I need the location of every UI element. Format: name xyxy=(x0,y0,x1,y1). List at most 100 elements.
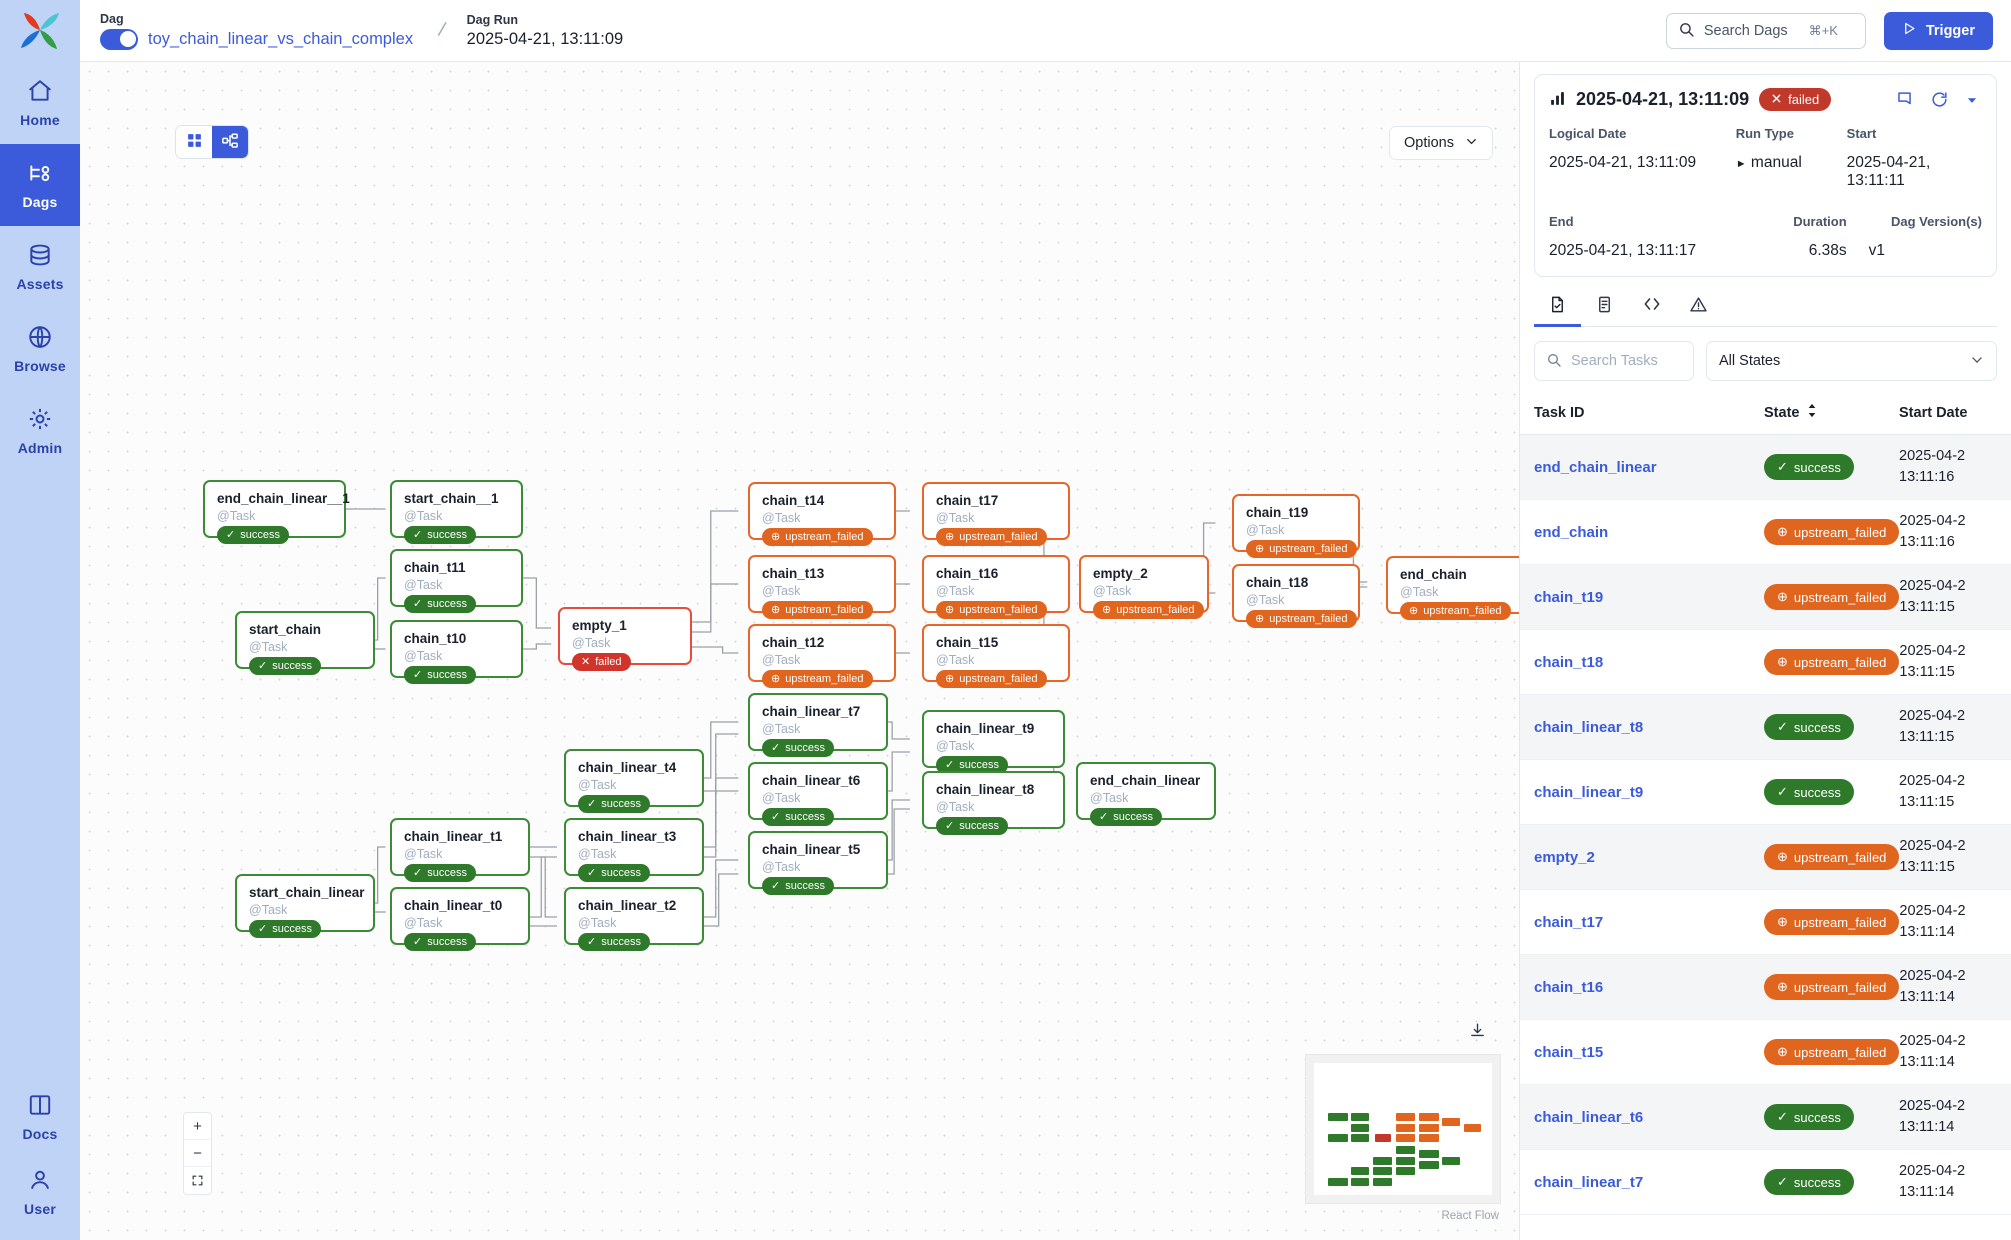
graph-node-start_chain[interactable]: start_chain@Task✓success xyxy=(235,611,375,675)
sidebar-item-browse[interactable]: Browse xyxy=(0,308,80,390)
tab-code[interactable] xyxy=(1628,287,1675,327)
graph-node-end_chain_linear[interactable]: end_chain_linear@Task✓success xyxy=(1076,762,1216,826)
task-id-link[interactable]: empty_2 xyxy=(1534,848,1595,866)
task-id-link[interactable]: chain_t18 xyxy=(1534,653,1604,671)
play-triangle-icon: ► xyxy=(1735,158,1747,170)
sidebar-item-dags[interactable]: Dags xyxy=(0,144,80,226)
sidebar-item-assets[interactable]: Assets xyxy=(0,226,80,308)
chevron-down-icon xyxy=(1465,135,1478,152)
graph-node-chain_t19[interactable]: chain_t19@Task⊕upstream_failed xyxy=(1232,494,1360,558)
graph-node-chain_t18[interactable]: chain_t18@Task⊕upstream_failed xyxy=(1232,564,1360,628)
graph-node-end_chain_linear__1[interactable]: end_chain_linear__1@Task✓success xyxy=(203,480,350,544)
dag-graph-canvas[interactable]: Options xyxy=(80,62,1519,1240)
sidebar-item-user[interactable]: User xyxy=(0,1158,80,1240)
note-icon[interactable] xyxy=(1892,87,1917,112)
graph-node-start_chain__1[interactable]: start_chain__1@Task✓success xyxy=(390,480,523,544)
zoom-out-button[interactable]: − xyxy=(184,1140,211,1167)
zoom-in-button[interactable]: + xyxy=(184,1113,211,1140)
task-id-link[interactable]: chain_t17 xyxy=(1534,913,1604,931)
graph-view-button[interactable] xyxy=(212,126,248,158)
graph-node-chain_linear_t3[interactable]: chain_linear_t3@Task✓success xyxy=(564,818,704,882)
column-header-task-id[interactable]: Task ID xyxy=(1534,404,1585,421)
graph-node-chain_t16[interactable]: chain_t16@Task⊕upstream_failed xyxy=(922,555,1070,619)
sidebar-item-admin[interactable]: Admin xyxy=(0,390,80,472)
graph-node-start_chain_linear[interactable]: start_chain_linear@Task✓success xyxy=(235,874,375,938)
graph-node-chain_t13[interactable]: chain_t13@Task⊕upstream_failed xyxy=(748,555,896,619)
state-label: failed xyxy=(595,655,622,668)
node-title: chain_t19 xyxy=(1246,505,1309,520)
dag-name-link[interactable]: toy_chain_linear_vs_chain_complex xyxy=(148,29,414,48)
graph-node-end_chain[interactable]: end_chain@Task⊕upstream_failed xyxy=(1386,556,1519,620)
graph-node-chain_t14[interactable]: chain_t14@Task⊕upstream_failed xyxy=(748,482,896,546)
search-dags-input[interactable]: Search Dags ⌘+K xyxy=(1665,12,1866,49)
dag-row: toy_chain_linear_vs_chain_complex xyxy=(100,28,414,50)
search-tasks-input[interactable]: Search Tasks xyxy=(1534,341,1694,381)
refresh-icon[interactable] xyxy=(1927,87,1952,112)
graph-minimap[interactable] xyxy=(1305,1054,1501,1204)
graph-node-chain_t11[interactable]: chain_t11@Task✓success xyxy=(390,549,523,613)
graph-node-chain_t17[interactable]: chain_t17@Task⊕upstream_failed xyxy=(922,482,1070,546)
column-header-start-date[interactable]: Start Date xyxy=(1899,404,1968,421)
sidebar-item-home[interactable]: Home xyxy=(0,62,80,144)
state-label: success xyxy=(427,528,467,541)
task-id-link[interactable]: chain_t19 xyxy=(1534,588,1604,606)
graph-node-chain_linear_t5[interactable]: chain_linear_t5@Task✓success xyxy=(748,831,888,895)
graph-node-chain_linear_t7[interactable]: chain_linear_t7@Task✓success xyxy=(748,693,888,757)
node-state-badge: ✓success xyxy=(249,657,321,675)
task-id-link[interactable]: end_chain_linear xyxy=(1534,458,1657,476)
airflow-pinwheel-logo[interactable] xyxy=(0,0,80,62)
state-label: success xyxy=(785,810,825,823)
graph-node-empty_2[interactable]: empty_2@Task⊕upstream_failed xyxy=(1079,555,1209,619)
dag-pause-toggle[interactable] xyxy=(100,28,138,50)
sidebar-item-label: User xyxy=(24,1201,56,1217)
graph-node-chain_t15[interactable]: chain_t15@Task⊕upstream_failed xyxy=(922,624,1070,688)
task-id-link[interactable]: chain_linear_t9 xyxy=(1534,783,1644,801)
task-id-link[interactable]: chain_linear_t7 xyxy=(1534,1173,1644,1191)
states-filter-select[interactable]: All States xyxy=(1706,341,1997,381)
tab-task-instances[interactable] xyxy=(1534,287,1581,327)
task-id-link[interactable]: chain_linear_t6 xyxy=(1534,1108,1644,1126)
grid-view-button[interactable] xyxy=(176,126,212,158)
search-dags-placeholder: Search Dags xyxy=(1703,22,1788,39)
task-id-link[interactable]: chain_t16 xyxy=(1534,978,1604,996)
graph-node-chain_linear_t8[interactable]: chain_linear_t8@Task✓success xyxy=(922,771,1065,835)
options-button[interactable]: Options xyxy=(1389,126,1493,160)
graph-node-chain_linear_t0[interactable]: chain_linear_t0@Task✓success xyxy=(390,887,530,951)
task-id-link[interactable]: chain_linear_t8 xyxy=(1534,718,1644,736)
dag-run-detail-panel: 2025-04-21, 13:11:09 failed xyxy=(1519,62,2011,1240)
task-id-link[interactable]: end_chain xyxy=(1534,523,1609,541)
graph-node-chain_linear_t2[interactable]: chain_linear_t2@Task✓success xyxy=(564,887,704,951)
column-header-state[interactable]: State xyxy=(1764,403,1899,422)
graph-node-chain_linear_t4[interactable]: chain_linear_t4@Task✓success xyxy=(564,749,704,813)
caret-down-icon[interactable] xyxy=(1962,90,1982,110)
node-state-badge: ⊕upstream_failed xyxy=(1246,610,1357,628)
graph-node-chain_t10[interactable]: chain_t10@Task✓success xyxy=(390,620,523,684)
tab-warnings[interactable] xyxy=(1675,287,1722,327)
task-id-link[interactable]: chain_t15 xyxy=(1534,1043,1604,1061)
graph-node-chain_linear_t1[interactable]: chain_linear_t1@Task✓success xyxy=(390,818,530,882)
graph-node-chain_t12[interactable]: chain_t12@Task⊕upstream_failed xyxy=(748,624,896,688)
tab-events-log[interactable] xyxy=(1581,287,1628,327)
graph-node-empty_1[interactable]: empty_1@Task✕failed xyxy=(558,607,692,671)
trigger-button[interactable]: Trigger xyxy=(1883,11,1993,50)
node-subtitle: @Task xyxy=(936,653,975,667)
download-icon[interactable] xyxy=(1469,1022,1486,1042)
fit-view-button[interactable] xyxy=(184,1167,211,1194)
graph-node-chain_linear_t6[interactable]: chain_linear_t6@Task✓success xyxy=(748,762,888,826)
sidebar-item-docs[interactable]: Docs xyxy=(0,1076,80,1158)
graph-node-chain_linear_t9[interactable]: chain_linear_t9@Task✓success xyxy=(922,710,1065,774)
sort-icon[interactable] xyxy=(1806,403,1818,422)
node-subtitle: @Task xyxy=(217,509,256,523)
